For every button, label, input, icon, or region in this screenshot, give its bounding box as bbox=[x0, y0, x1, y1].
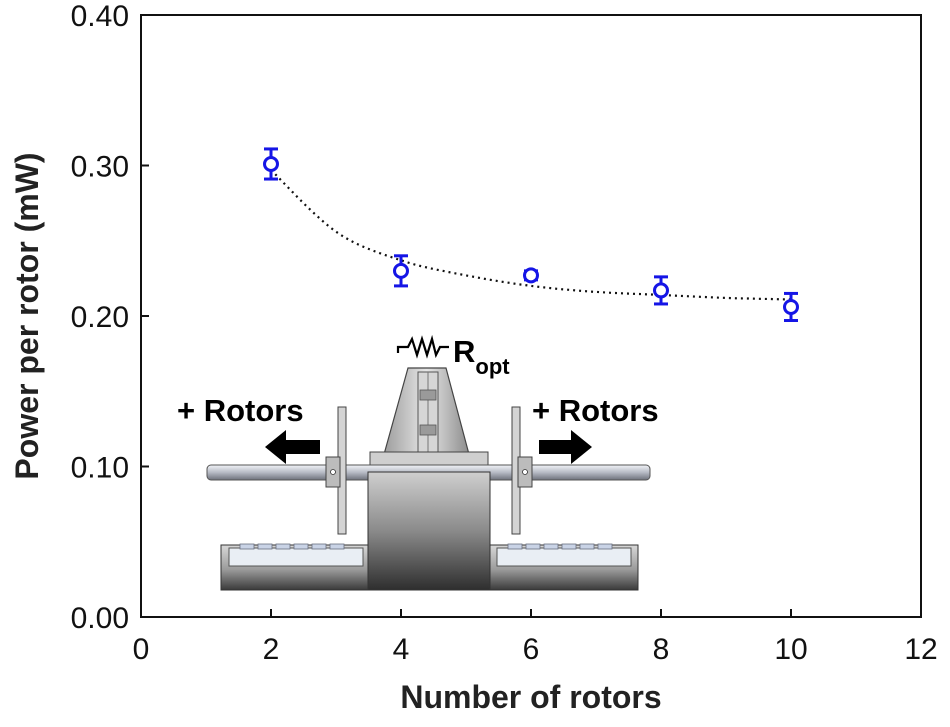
left-tray-inner bbox=[228, 547, 364, 567]
y-tick-label: 0.20 bbox=[71, 301, 129, 334]
plot-frame bbox=[140, 14, 922, 618]
right-tray-inner bbox=[496, 547, 632, 567]
data-point bbox=[393, 254, 409, 288]
right-magnet-row bbox=[507, 543, 613, 550]
left-rotors-label: + Rotors bbox=[177, 393, 304, 428]
x-tick-label: 0 bbox=[133, 633, 150, 666]
resistor-subscript: opt bbox=[475, 354, 510, 379]
data-point bbox=[653, 275, 669, 306]
resistor-icon bbox=[396, 334, 449, 359]
marker-circle bbox=[653, 282, 669, 299]
y-axis-ticks: 0.00 0.10 0.20 0.30 0.40 bbox=[71, 0, 149, 635]
resistor-label: Ropt bbox=[453, 334, 510, 379]
x-tick-label: 8 bbox=[653, 633, 670, 666]
marker-circle bbox=[783, 298, 799, 315]
y-axis-title: Power per rotor (mW) bbox=[9, 152, 45, 479]
x-tick-label: 12 bbox=[904, 633, 937, 666]
y-tick-label: 0.40 bbox=[71, 0, 129, 33]
data-series bbox=[263, 147, 799, 323]
central-block bbox=[367, 471, 491, 591]
marker-circle bbox=[393, 262, 409, 279]
y-tick-label: 0.10 bbox=[71, 452, 129, 485]
data-point bbox=[523, 267, 539, 284]
right-rotors-label: + Rotors bbox=[532, 393, 659, 428]
data-point bbox=[783, 291, 799, 323]
right-arrow-icon bbox=[539, 430, 592, 464]
data-point bbox=[263, 147, 279, 181]
x-tick-label: 2 bbox=[263, 633, 280, 666]
marker-circle bbox=[263, 155, 279, 172]
left-arrow-icon bbox=[265, 430, 320, 464]
left-magnet-row bbox=[239, 543, 345, 550]
x-tick-label: 4 bbox=[393, 633, 410, 666]
x-tick-label: 6 bbox=[523, 633, 540, 666]
x-axis-ticks: 0 2 4 6 8 10 12 bbox=[133, 609, 938, 666]
marker-circle bbox=[523, 267, 539, 284]
x-axis-title: Number of rotors bbox=[400, 679, 661, 715]
y-tick-label: 0.30 bbox=[71, 151, 129, 184]
y-tick-label: 0.00 bbox=[71, 602, 129, 635]
rotor-rig-illustration: + Rotors + Rotors Ropt bbox=[177, 334, 659, 591]
fit-curve bbox=[270, 169, 791, 301]
x-tick-label: 10 bbox=[774, 633, 807, 666]
